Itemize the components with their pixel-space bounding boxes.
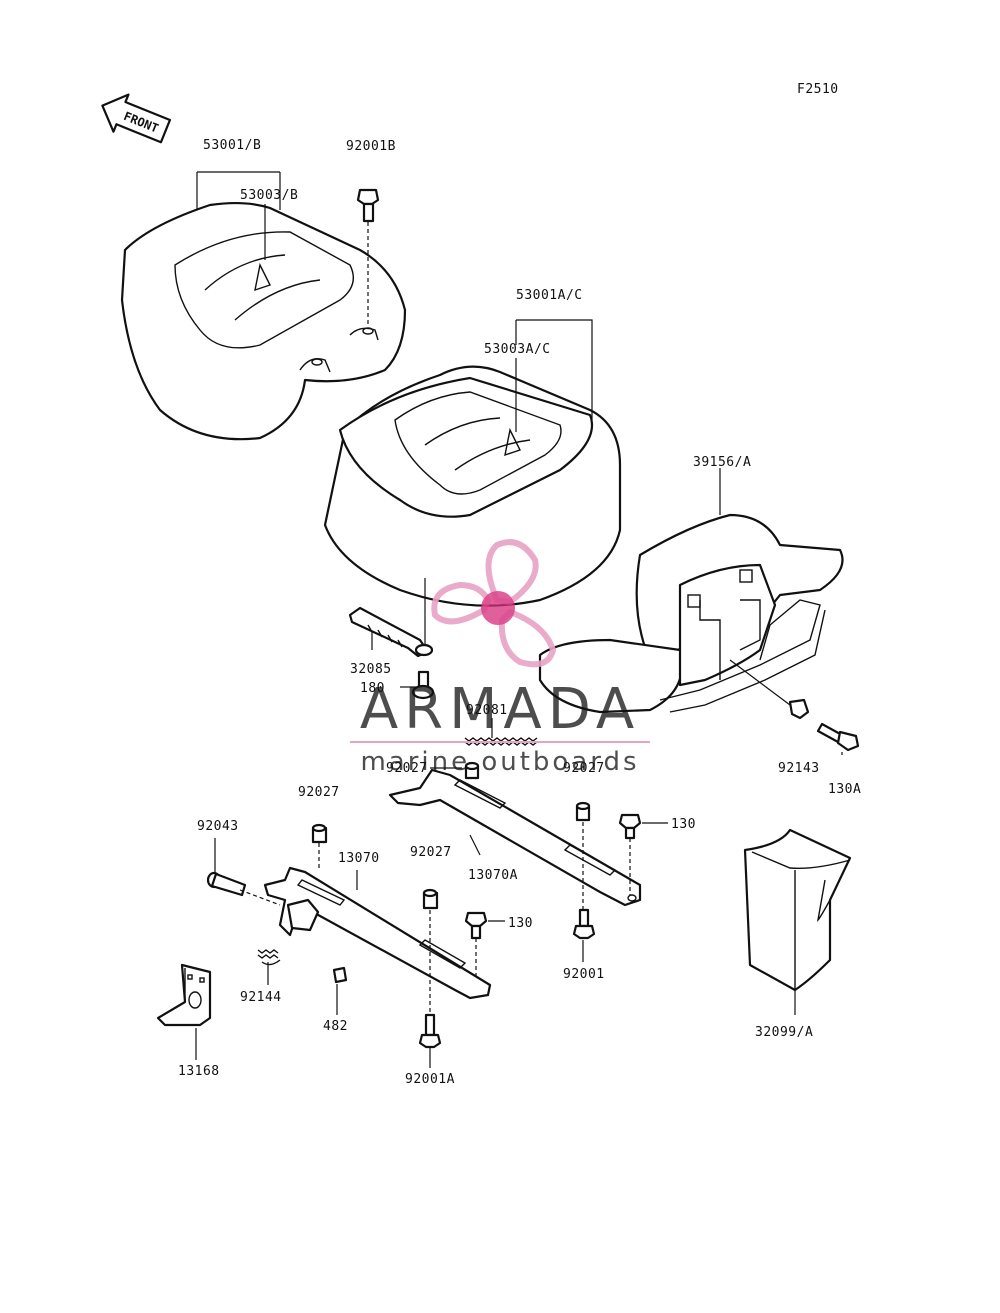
label-39156a: 39156/A <box>693 455 751 470</box>
label-92001b: 92001B <box>346 139 396 154</box>
latch-bracket-32085 <box>348 578 434 658</box>
collar-92027-c <box>311 823 328 844</box>
collar-92027-d <box>422 888 439 910</box>
label-130-a: 130 <box>671 817 696 832</box>
label-53001ac: 53001A/C <box>516 288 583 303</box>
collar-92027-a <box>464 761 480 780</box>
propeller-logo-icon <box>431 539 557 668</box>
armada-watermark: ARMADA marine outboards <box>350 539 650 777</box>
label-92043: 92043 <box>197 819 239 834</box>
cap-92143 <box>788 698 810 720</box>
seat-rail-13070 <box>263 866 492 1000</box>
leader-lines <box>195 171 843 1068</box>
seat-rail-13070a <box>388 768 642 907</box>
bolt-130-b <box>464 911 505 940</box>
bolt-130-a <box>618 813 668 840</box>
part-labels: 53001/B 53003/B 92001B 53001A/C 53003A/C… <box>178 138 861 1087</box>
backrest-assembly <box>538 513 844 714</box>
label-32099a: 32099/A <box>755 1025 813 1040</box>
bracket-13168 <box>156 963 212 1027</box>
label-92027-c: 92027 <box>298 785 340 800</box>
bolt-130a <box>816 722 860 752</box>
label-53001b: 53001/B <box>203 138 261 153</box>
label-92027-b: 92027 <box>563 761 605 776</box>
figure-code: F2510 <box>797 82 839 97</box>
label-130a: 130A <box>828 782 861 797</box>
collar-92027-b <box>575 801 591 822</box>
front-arrow-icon: FRONT <box>101 93 172 144</box>
label-92144: 92144 <box>240 990 282 1005</box>
label-92001: 92001 <box>563 967 605 982</box>
label-92027-d: 92027 <box>410 845 452 860</box>
label-482: 482 <box>323 1019 348 1034</box>
nut-180 <box>411 670 435 700</box>
watermark-tagline: marine outboards <box>360 747 639 777</box>
label-32085: 32085 <box>350 662 392 677</box>
label-180: 180 <box>360 681 385 696</box>
label-53003b: 53003/B <box>240 188 298 203</box>
front-seat-cushion <box>323 365 622 607</box>
label-13070: 13070 <box>338 851 380 866</box>
label-53003ac: 53003A/C <box>484 342 551 357</box>
rear-seat-cushion <box>120 201 407 441</box>
bolt-92001b <box>356 188 380 325</box>
clip-482 <box>332 966 348 984</box>
label-13070a: 13070A <box>468 868 518 883</box>
label-130-b: 130 <box>508 916 533 931</box>
label-92081: 92081 <box>466 703 508 718</box>
label-13168: 13168 <box>178 1064 220 1079</box>
label-92143: 92143 <box>778 761 820 776</box>
pin-92043 <box>206 871 247 897</box>
bolt-92001a <box>418 1013 442 1049</box>
storage-bin <box>743 828 852 992</box>
label-92027-a: 92027 <box>386 761 428 776</box>
bolt-92001 <box>572 908 596 940</box>
spring-92144 <box>257 949 281 966</box>
label-92001a: 92001A <box>405 1072 455 1087</box>
watermark-brand: ARMADA <box>360 677 640 742</box>
